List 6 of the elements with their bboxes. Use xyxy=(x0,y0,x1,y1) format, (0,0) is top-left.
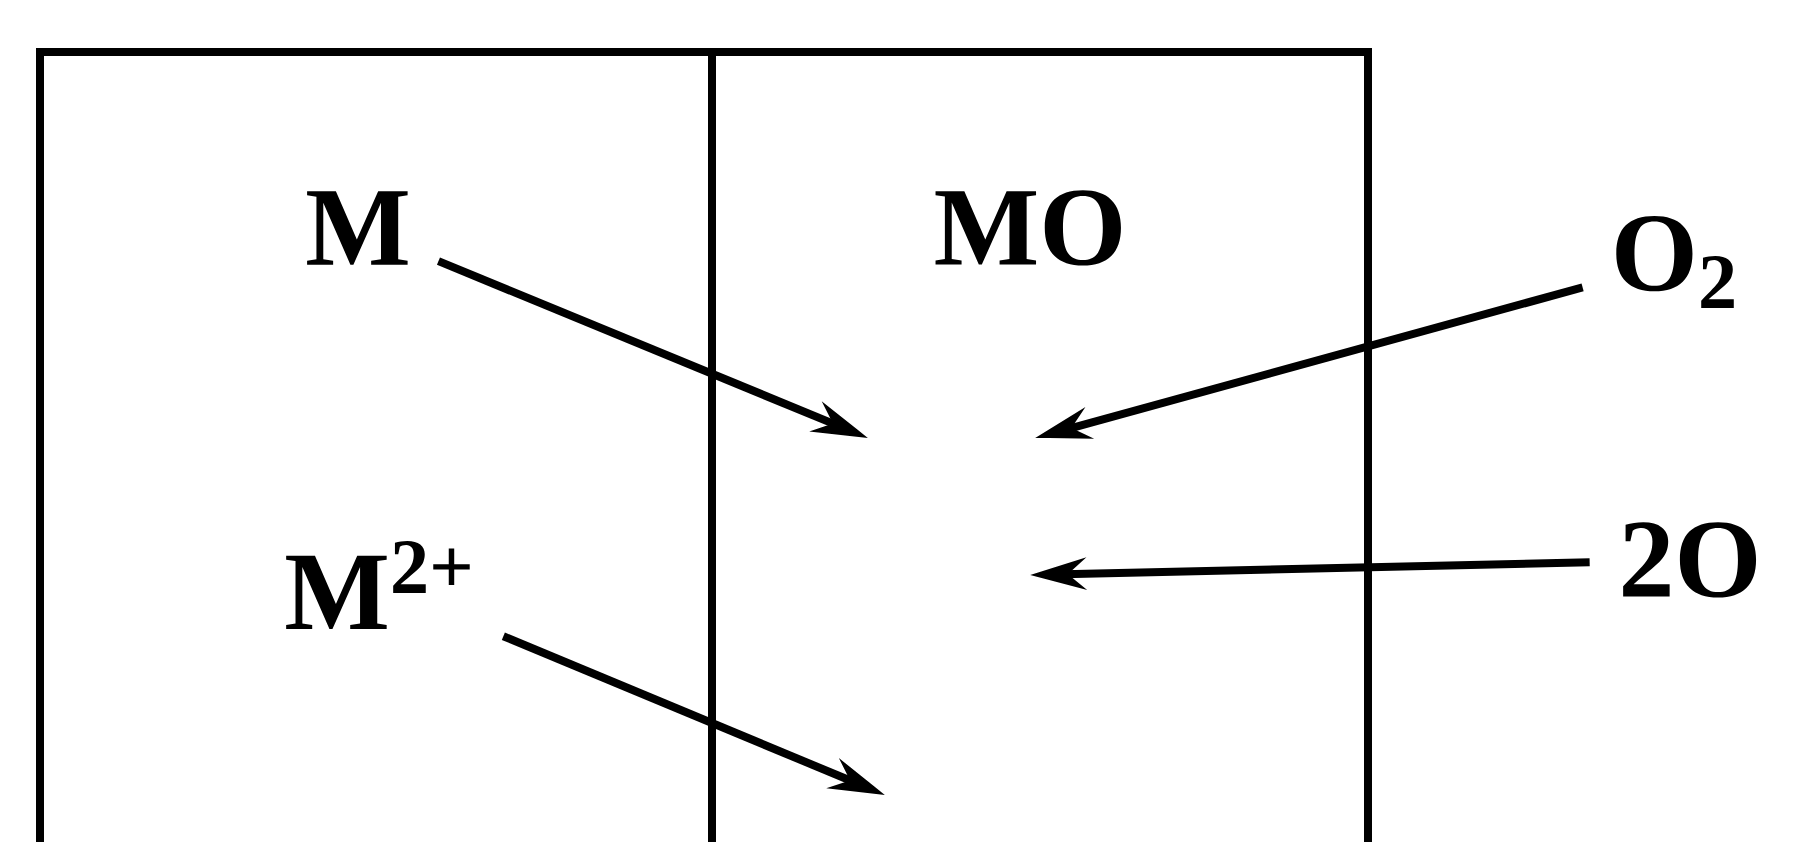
species-label: M$^{2+}$ xyxy=(286,540,470,629)
species-label: MO xyxy=(935,190,1121,266)
species-label: 2O xyxy=(1623,522,1757,598)
species-label: O$_{2}$ xyxy=(1616,216,1734,308)
species-label: M xyxy=(307,191,408,265)
layer-panel xyxy=(708,48,1372,842)
